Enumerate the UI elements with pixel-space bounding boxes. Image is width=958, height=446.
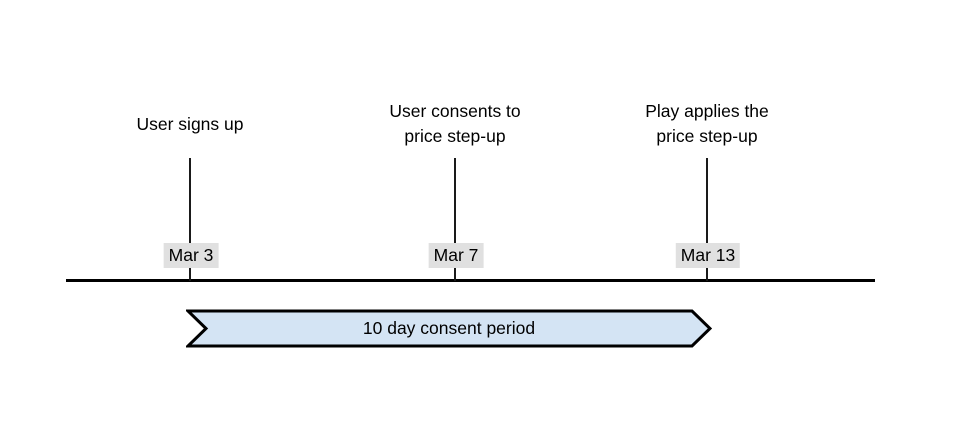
event-caption-consent: User consents to price step-up [389, 101, 521, 146]
date-chip-signup: Mar 3 [163, 243, 219, 268]
event-caption-apply: Play applies the price step-up [645, 101, 769, 146]
tick-line-signup [189, 158, 191, 281]
date-chip-consent: Mar 7 [428, 243, 484, 268]
event-caption-signup: User signs up [136, 114, 244, 134]
timeline-axis [66, 279, 875, 282]
date-chip-apply: Mar 13 [675, 243, 741, 268]
banner-arrow-polygon [186, 309, 712, 348]
consent-period-banner: 10 day consent period [186, 309, 712, 348]
tick-line-consent [454, 158, 456, 281]
tick-line-apply [706, 158, 708, 281]
banner-arrow-shape [186, 309, 712, 348]
